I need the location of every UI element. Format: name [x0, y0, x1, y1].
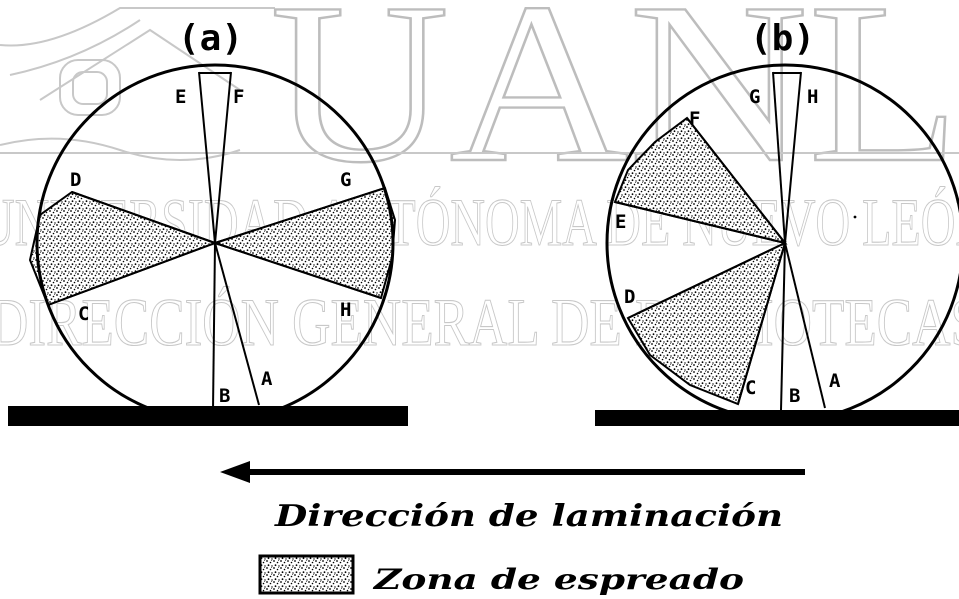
panel-a-label-A: A — [261, 368, 273, 390]
panel-b: (b) G H F E D C B A — [595, 18, 959, 426]
panel-b-line-C — [737, 242, 786, 405]
panel-b-plate — [595, 410, 959, 426]
panel-b-label-E: E — [615, 211, 626, 233]
panel-b-line-H — [784, 71, 802, 244]
panel-b-label-C: C — [745, 377, 756, 399]
panel-b-label-A: A — [829, 370, 841, 392]
panel-a-line-E — [198, 71, 216, 244]
watermark: UANL UNIVERSIDAD AUTÓNOMA DE NUEVO LEÓN … — [0, 0, 959, 361]
panel-a-label-B: B — [219, 385, 230, 407]
panel-b-label-F: F — [689, 108, 700, 130]
panel-b-line-D — [627, 242, 786, 319]
arrow-head-icon — [220, 461, 250, 483]
panel-b-line-F — [686, 117, 786, 244]
panel-a-line-C — [47, 242, 216, 306]
panel-b-label-G: G — [749, 86, 760, 108]
panel-a: (a) E F D G C H B A — [8, 18, 408, 426]
panel-a-line-D — [71, 191, 216, 244]
panel-a-label-E: E — [175, 86, 186, 108]
panel-b-line-B — [780, 242, 786, 411]
panel-b-line-G — [772, 71, 786, 244]
panel-b-title: (b) — [750, 18, 815, 59]
legend-label: Zona de espreado — [373, 563, 744, 596]
legend: Zona de espreado — [258, 554, 744, 596]
panel-a-line-G — [214, 187, 386, 244]
panel-b-line-E — [614, 201, 786, 244]
panel-a-label-G: G — [340, 169, 351, 191]
direction-arrow — [220, 461, 805, 483]
panel-a-title: (a) — [178, 18, 243, 59]
panel-a-line-H — [214, 242, 382, 299]
panel-b-label-D: D — [624, 286, 635, 308]
panel-a-label-H: H — [340, 299, 351, 321]
watermark-line-2: DIRECCIÓN GENERAL DE BIBLIOTECAS — [0, 284, 959, 360]
panel-a-label-C: C — [78, 303, 89, 325]
panel-a-plate — [8, 406, 408, 426]
panel-b-label-B: B — [789, 385, 800, 407]
panel-a-line-A — [214, 242, 260, 406]
panel-b-label-H: H — [807, 86, 818, 108]
panel-a-line-F — [214, 71, 232, 244]
legend-swatch — [258, 554, 355, 595]
panel-a-line-B — [212, 242, 216, 411]
panel-b-dot — [853, 215, 857, 219]
watermark-logo-letters: UANL — [270, 0, 959, 210]
watermark-seal — [0, 7, 275, 161]
panel-a-label-D: D — [70, 169, 81, 191]
panel-a-label-F: F — [233, 86, 244, 108]
panel-b-line-A — [784, 242, 826, 409]
direction-label: Dirección de laminación — [274, 499, 783, 534]
